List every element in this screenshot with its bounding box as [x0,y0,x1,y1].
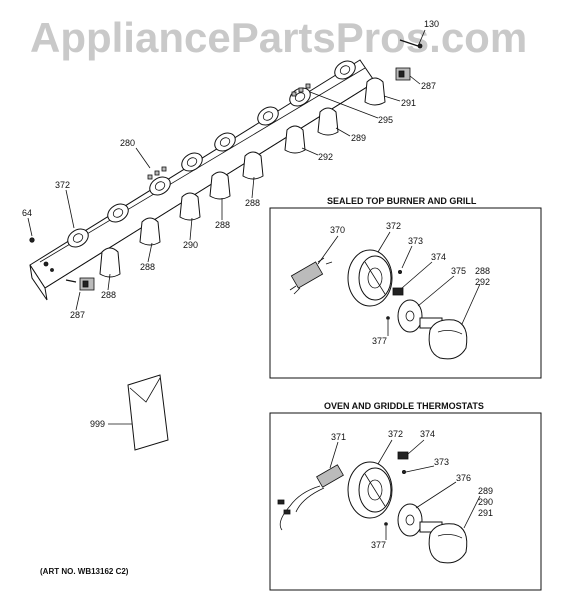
callout-291-oven: 291 [478,508,493,518]
callout-375: 375 [451,266,466,276]
callout-130: 130 [424,19,439,29]
sealed-leader-lines [317,231,481,336]
sealed-top-box [269,207,542,379]
oven-griddle-parts: 371 372 374 373 376 289 290 291 377 [277,429,493,564]
spring-377 [386,316,390,320]
callout-290-oven: 290 [478,497,493,507]
control-panel-assembly: 130 287 291 295 289 292 280 372 64 288 2… [22,19,439,320]
callout-377-oven: 377 [371,540,386,550]
callout-373-oven: 373 [434,457,449,467]
indicator-cluster [147,83,311,180]
callout-371: 371 [331,432,346,442]
callout-280: 280 [120,138,135,148]
literature-packet: 999 [90,374,169,451]
watermark-text: AppliancePartsPros.com [30,14,527,61]
callout-292-sealed: 292 [475,277,490,287]
callout-289: 289 [478,486,493,496]
leader-lines [27,29,426,311]
callout-289: 289 [351,133,366,143]
switch-right [395,67,411,81]
retainer-374-oven [397,451,409,460]
panel-edge [29,264,48,301]
control-panel-backsplash [29,59,376,289]
oven-griddle-box [269,412,542,591]
callout-372: 372 [55,180,70,190]
art-number: (ART NO. WB13162 C2) [40,567,129,576]
callout-377-sealed: 377 [372,336,387,346]
callout-373-sealed: 373 [408,236,423,246]
callout-288-d: 288 [101,290,116,300]
screw-130 [399,39,423,49]
clip-373-oven [401,469,406,474]
callout-291: 291 [401,98,416,108]
callout-288-c: 288 [245,198,260,208]
callout-374-sealed: 374 [431,252,446,262]
callout-292: 292 [318,152,333,162]
bezel-372 [347,249,393,307]
callout-376: 376 [456,473,471,483]
spring-377-oven [384,522,388,526]
callout-288-b: 288 [215,220,230,230]
callout-288-sealed: 288 [475,266,490,276]
callout-287: 287 [421,81,436,91]
callout-370: 370 [330,225,345,235]
bezel-372-oven [347,461,393,519]
screw-64 [29,237,35,243]
oven-leader-lines [329,439,481,540]
callout-295: 295 [378,115,393,125]
igniter-switch-370 [289,257,333,295]
washer-375 [397,299,423,333]
thermostat-switch-371 [277,464,344,531]
callout-372-sealed: 372 [386,221,401,231]
callout-288-a: 288 [140,262,155,272]
clip-373 [397,269,402,274]
bezel-row [67,60,356,248]
knob-288-292 [419,317,468,360]
knob-289-290-291 [419,521,468,564]
callout-999: 999 [90,419,105,429]
retainer-374 [392,287,404,296]
callout-374-oven: 374 [420,429,435,439]
callout-290: 290 [183,240,198,250]
callout-372-oven: 372 [388,429,403,439]
callout-287-left: 287 [70,310,85,320]
knob-row [99,77,386,278]
washer-376 [397,503,423,537]
sealed-top-heading: SEALED TOP BURNER AND GRILL [327,196,477,206]
callout-64: 64 [22,208,32,218]
oven-griddle-heading: OVEN AND GRIDDLE THERMOSTATS [324,401,484,411]
switch-left [65,277,95,291]
sealed-top-parts: 370 372 373 374 375 288 292 377 [289,221,490,360]
